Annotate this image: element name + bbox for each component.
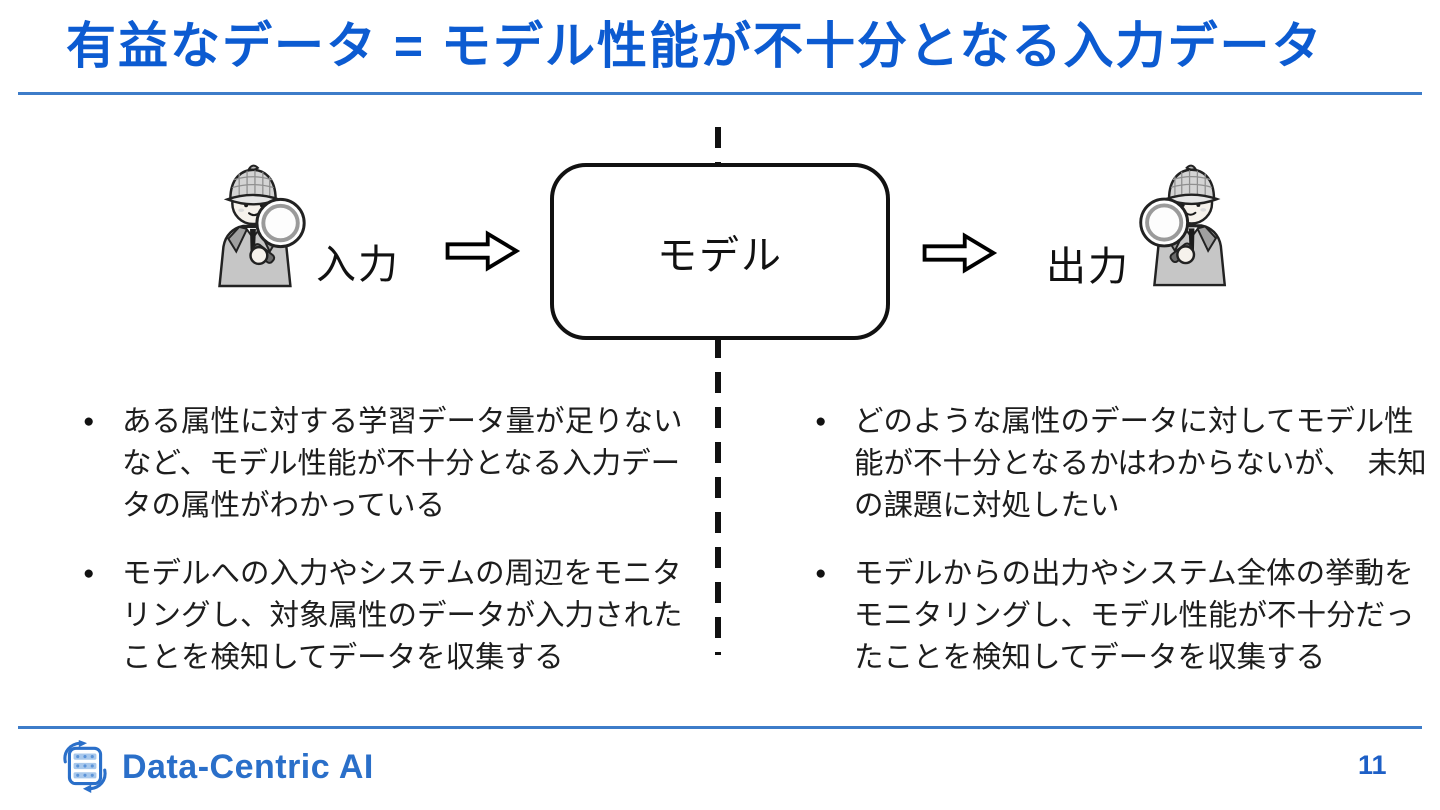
list-item: ● モデルへの入力やシステムの周辺をモニタリングし、対象属性のデータが入力された… xyxy=(76,553,702,679)
bullet-list-left: ● ある属性に対する学習データ量が足りないなど、モデル性能が不十分となる入力デー… xyxy=(76,401,702,705)
bullet-text: ある属性に対する学習データ量が足りないなど、モデル性能が不十分となる入力データの… xyxy=(122,405,683,522)
detective-magnifier-icon xyxy=(194,160,310,288)
page-number: 11 xyxy=(1358,750,1387,780)
list-item: ● モデルからの出力やシステム全体の挙動をモニタリングし、モデル性能が不十分だっ… xyxy=(808,553,1434,679)
model-box: モデル xyxy=(550,163,890,340)
bullet-text: モデルへの入力やシステムの周辺をモニタリングし、対象属性のデータが入力されたこと… xyxy=(122,557,683,674)
footer-divider xyxy=(18,726,1422,729)
block-arrow-right-icon xyxy=(445,230,521,272)
bullet-marker: ● xyxy=(815,563,827,584)
page-title: 有益なデータ = モデル性能が不十分となる入力データ xyxy=(66,18,1324,74)
footer-logo-text: Data-Centric AI xyxy=(122,747,374,786)
list-item: ● ある属性に対する学習データ量が足りないなど、モデル性能が不十分となる入力デー… xyxy=(76,401,702,527)
detective-magnifier-icon xyxy=(1132,160,1253,287)
bullet-marker: ● xyxy=(83,411,95,432)
bullet-text: モデルからの出力やシステム全体の挙動をモニタリングし、モデル性能が不十分だったこ… xyxy=(854,557,1415,674)
block-arrow-right-icon xyxy=(922,232,998,274)
model-label: モデル xyxy=(657,233,783,278)
bullet-marker: ● xyxy=(815,411,827,432)
bullet-list-right: ● どのような属性のデータに対してモデル性能が不十分となるかはわからないが、 未… xyxy=(808,401,1434,705)
data-centric-ai-logo-icon xyxy=(63,740,107,793)
list-item: ● どのような属性のデータに対してモデル性能が不十分となるかはわからないが、 未… xyxy=(808,401,1434,527)
footer-logo: Data-Centric AI xyxy=(58,740,374,794)
bullet-marker: ● xyxy=(83,563,95,584)
output-label: 出力 xyxy=(1046,245,1130,289)
input-label: 入力 xyxy=(316,243,400,287)
bullet-text: どのような属性のデータに対してモデル性能が不十分となるかはわからないが、 未知の… xyxy=(854,405,1427,522)
title-divider xyxy=(18,92,1422,95)
